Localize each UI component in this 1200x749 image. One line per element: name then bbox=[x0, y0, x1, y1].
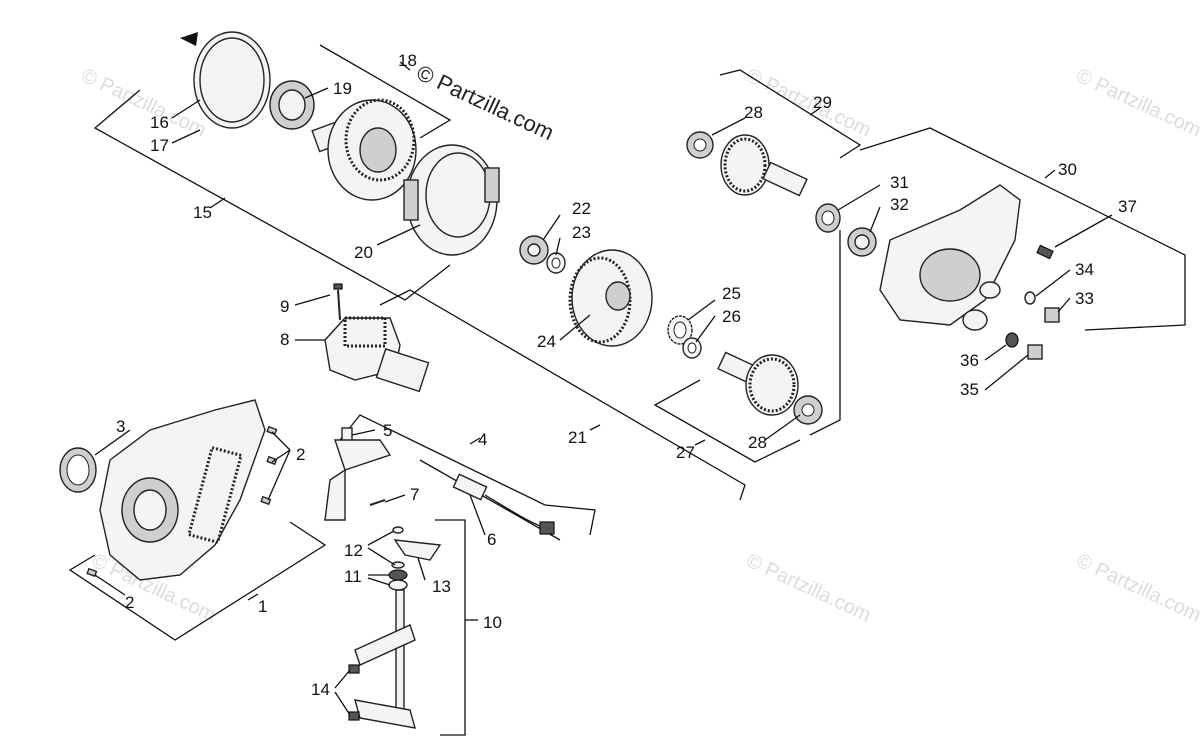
bracket-5 bbox=[324, 427, 392, 521]
callout-26: 26 bbox=[722, 307, 741, 326]
watermark-text: © Partzilla.com bbox=[743, 550, 874, 627]
callout-2-lower: 2 bbox=[125, 593, 134, 612]
callout-18: 18 bbox=[398, 51, 417, 70]
callout-6: 6 bbox=[487, 530, 496, 549]
callout-13: 13 bbox=[432, 577, 451, 596]
callout-23: 23 bbox=[572, 223, 591, 242]
callout-25: 25 bbox=[722, 284, 741, 303]
callout-11: 11 bbox=[344, 567, 362, 586]
leader-lines bbox=[94, 87, 1113, 716]
washers-12 bbox=[391, 526, 405, 569]
bearing-22 bbox=[519, 235, 549, 265]
callout-21: 21 bbox=[568, 428, 587, 447]
plug-33 bbox=[1044, 307, 1060, 323]
callout-20: 20 bbox=[354, 243, 373, 262]
gear-cluster-24 bbox=[568, 249, 653, 347]
screw-7 bbox=[369, 499, 386, 506]
washer-36 bbox=[1005, 332, 1019, 348]
callout-7: 7 bbox=[410, 485, 419, 504]
shift-shaft-10 bbox=[354, 589, 416, 729]
callout-16: 16 bbox=[150, 113, 169, 132]
callout-15: 15 bbox=[193, 203, 212, 222]
callout-4: 4 bbox=[478, 430, 487, 449]
callout-10: 10 bbox=[483, 613, 502, 632]
callout-34: 34 bbox=[1075, 260, 1094, 279]
snap-ring-16 bbox=[180, 31, 271, 129]
sensor-6 bbox=[452, 473, 555, 535]
shaft-27 bbox=[717, 351, 799, 416]
group-brackets bbox=[68, 44, 1186, 736]
callout-17: 17 bbox=[150, 136, 169, 155]
callout-28-lower: 28 bbox=[748, 433, 767, 452]
callout-1: 1 bbox=[258, 597, 267, 616]
callout-12: 12 bbox=[344, 541, 363, 560]
callout-14: 14 bbox=[311, 680, 330, 699]
bearing-28-upper bbox=[686, 131, 714, 159]
seal-31 bbox=[815, 203, 841, 233]
washer-26 bbox=[682, 337, 702, 359]
washer-25 bbox=[667, 315, 693, 345]
callout-33: 33 bbox=[1075, 289, 1094, 308]
output-hub-18 bbox=[311, 98, 417, 201]
o-rings-11 bbox=[388, 569, 408, 591]
callout-27: 27 bbox=[676, 443, 695, 462]
bolt-37 bbox=[1036, 244, 1054, 260]
callout-9: 9 bbox=[280, 297, 289, 316]
nuts-14 bbox=[348, 664, 360, 721]
callout-37: 37 bbox=[1118, 197, 1137, 216]
bearing-32 bbox=[847, 227, 877, 257]
callout-5: 5 bbox=[383, 421, 392, 440]
partzilla-watermark: © Partzilla.com bbox=[413, 60, 558, 145]
callout-31: 31 bbox=[890, 173, 909, 192]
gear-case-cover-30 bbox=[879, 184, 1021, 331]
dowel-pins-2 bbox=[86, 425, 278, 578]
shift-motor-8 bbox=[324, 316, 430, 393]
callout-labels: 1 2 2 3 4 5 6 7 8 9 10 11 12 13 14 15 16… bbox=[116, 51, 1137, 699]
callout-8: 8 bbox=[280, 330, 289, 349]
callout-35: 35 bbox=[960, 380, 979, 399]
callout-36: 36 bbox=[960, 351, 979, 370]
callout-32: 32 bbox=[890, 195, 909, 214]
washer-23 bbox=[546, 252, 566, 274]
callout-2: 2 bbox=[296, 445, 305, 464]
callout-3: 3 bbox=[116, 417, 125, 436]
shaft-29 bbox=[720, 134, 808, 197]
watermark-text: © Partzilla.com bbox=[1073, 550, 1200, 627]
bearing-19 bbox=[269, 80, 315, 130]
gear-case-1 bbox=[99, 399, 266, 581]
clutch-sleeve-20 bbox=[403, 144, 500, 256]
arm-13 bbox=[393, 539, 442, 561]
plug-35 bbox=[1027, 344, 1043, 360]
bearing-28-lower bbox=[793, 395, 823, 425]
callout-22: 22 bbox=[572, 199, 591, 218]
callout-28-upper: 28 bbox=[744, 103, 763, 122]
callout-19: 19 bbox=[333, 79, 352, 98]
callout-24: 24 bbox=[537, 332, 556, 351]
callout-29: 29 bbox=[813, 93, 832, 112]
seal-3 bbox=[59, 447, 97, 493]
watermark-text: © Partzilla.com bbox=[1073, 65, 1200, 142]
washer-34 bbox=[1024, 291, 1036, 305]
screw-9 bbox=[333, 283, 343, 321]
callout-30: 30 bbox=[1058, 160, 1077, 179]
